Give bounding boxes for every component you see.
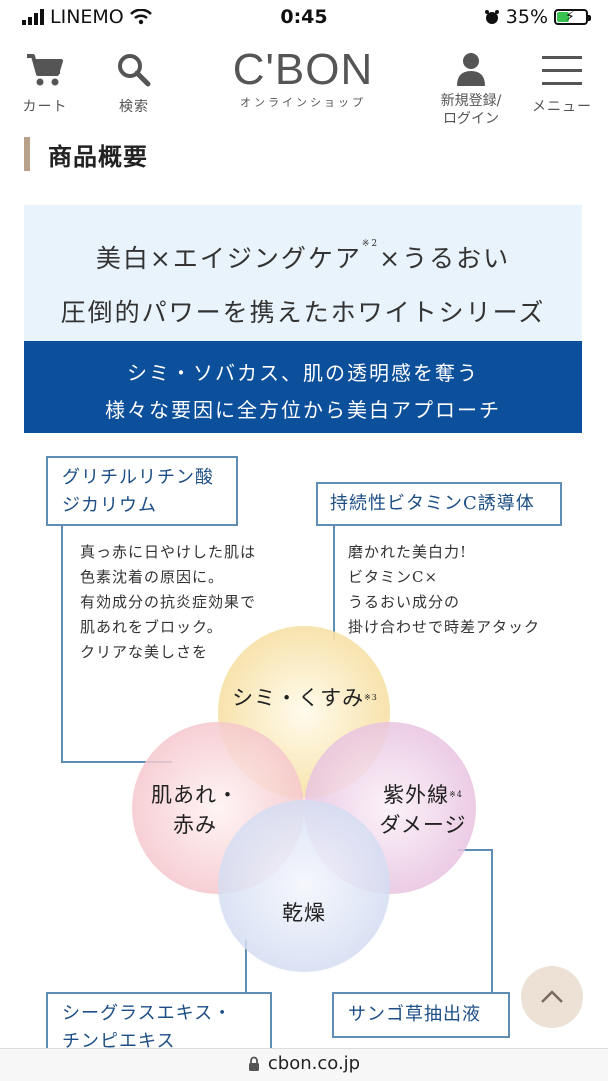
url-text: cbon.co.jp: [267, 1053, 361, 1074]
box3-line1: シーグラスエキス・: [62, 1003, 233, 1024]
banner-line2: 圧倒的パワーを携えたホワイトシリーズ: [60, 298, 546, 327]
cart-icon: [27, 54, 63, 86]
site-header: カート 検索 C'BON オンラインショップ 新規登録/ ログイン メニュー: [0, 40, 608, 132]
box2-description: 磨かれた美白力! ビタミンC× うるおい成分の 掛け合わせで時差アタック: [348, 540, 540, 640]
carrier-name: LINEMO: [50, 6, 124, 28]
diagram-graphic: [61, 525, 493, 992]
circle-label-redness: 肌あれ・ 赤み: [140, 780, 250, 840]
search-label: 検索: [119, 99, 149, 115]
circle-top-note: ※3: [364, 693, 378, 702]
box1-desc-line: クリアな美しさを: [80, 643, 209, 661]
logo-subtitle: オンラインショップ: [240, 96, 366, 109]
login-label: ログイン: [443, 111, 499, 127]
lock-icon: [248, 1056, 259, 1071]
section-heading: 商品概要: [24, 136, 148, 172]
circle-label-dryness: 乾燥: [282, 901, 326, 925]
box2-desc-line: 磨かれた美白力!: [348, 543, 468, 561]
box1-line2: ジカリウム: [62, 495, 157, 516]
register-label: 新規登録/: [440, 93, 502, 109]
status-bar: LINEMO 0:45 35% ⚡: [0, 0, 608, 34]
circle-top-text: シミ・くすみ: [232, 686, 365, 710]
banner-line1: 美白×エイジングケア※2×うるおい: [24, 239, 582, 275]
scroll-to-top-button[interactable]: [521, 966, 583, 1028]
banner-line1-b: ×うるおい: [379, 244, 511, 273]
battery-icon: ⚡: [554, 9, 591, 25]
circle-right-note: ※4: [449, 790, 463, 799]
heading-accent-bar: [24, 137, 30, 171]
circle-right-line1: 紫外線: [383, 783, 450, 807]
register-login-button[interactable]: 新規登録/ ログイン: [428, 52, 514, 128]
menu-label: メニュー: [532, 99, 592, 115]
browser-url-bar[interactable]: cbon.co.jp: [0, 1048, 608, 1081]
banner-blue-line1: シミ・ソバカス、肌の透明感を奪う: [127, 361, 479, 385]
ingredient-box-glycyrrhizinate: グリチルリチン酸 ジカリウム: [46, 456, 238, 526]
circle-label-uv: 紫外線※4 ダメージ: [368, 780, 478, 840]
box2-desc-line: うるおい成分の: [348, 593, 461, 611]
signal-icon: [22, 9, 44, 25]
box1-desc-line: 有効成分の抗炎症効果で: [80, 593, 257, 611]
status-time: 0:45: [280, 6, 328, 28]
box2-desc-line: ビタミンC×: [348, 568, 439, 586]
box1-description: 真っ赤に日やけした肌は 色素沈着の原因に。 有効成分の抗炎症効果で 肌あれをブロ…: [80, 540, 256, 665]
banner-blue-band: シミ・ソバカス、肌の透明感を奪う 様々な要因に全方位から美白アプローチ: [24, 341, 582, 433]
box1-desc-line: 肌あれをブロック。: [80, 618, 223, 636]
circle-left-line1: 肌あれ・: [151, 783, 239, 807]
box1-desc-line: 真っ赤に日やけした肌は: [80, 543, 257, 561]
ingredient-diagram: グリチルリチン酸 ジカリウム 真っ赤に日やけした肌は 色素沈着の原因に。 有効成…: [0, 440, 608, 1056]
circle-right-line2: ダメージ: [379, 813, 467, 837]
banner-line1-a: 美白×エイジングケア: [95, 244, 362, 273]
user-icon: [457, 53, 485, 86]
search-button[interactable]: 検索: [108, 52, 160, 116]
banner-headline: 美白×エイジングケア※2×うるおい 圧倒的パワーを携えたホワイトシリーズ: [24, 205, 582, 341]
logo-text: C'BON: [232, 45, 374, 94]
cart-label: カート: [22, 99, 68, 115]
cart-button[interactable]: カート: [18, 52, 72, 116]
circle-label-spots: シミ・くすみ※3: [230, 683, 380, 713]
banner-blue-line2: 様々な要因に全方位から美白アプローチ: [105, 398, 501, 422]
circle-left-line2: 赤み: [173, 813, 217, 837]
ingredient-box-salicornia: サンゴ草抽出液: [332, 992, 510, 1038]
box1-line1: グリチルリチン酸: [62, 467, 214, 488]
site-logo[interactable]: C'BON オンラインショップ: [228, 48, 378, 110]
search-icon: [118, 54, 151, 87]
status-left: LINEMO: [22, 6, 152, 28]
ingredient-box-seaglass: シーグラスエキス・ チンピエキス: [46, 992, 272, 1056]
box3-line2: チンピエキス: [62, 1031, 176, 1052]
alarm-icon: [484, 10, 499, 24]
section-title-text: 商品概要: [48, 142, 148, 171]
menu-button[interactable]: メニュー: [526, 54, 598, 116]
box2-desc-line: 掛け合わせで時差アタック: [348, 618, 541, 636]
hamburger-icon: [542, 56, 582, 85]
banner-note: ※2: [361, 239, 380, 249]
wifi-icon: [129, 9, 152, 25]
ingredient-box-vitamin-c: 持続性ビタミンC誘導体: [316, 482, 562, 526]
battery-percent: 35%: [505, 6, 548, 28]
chevron-up-icon: [541, 990, 563, 1003]
box1-desc-line: 色素沈着の原因に。: [80, 568, 225, 586]
status-right: 35% ⚡: [484, 6, 591, 28]
